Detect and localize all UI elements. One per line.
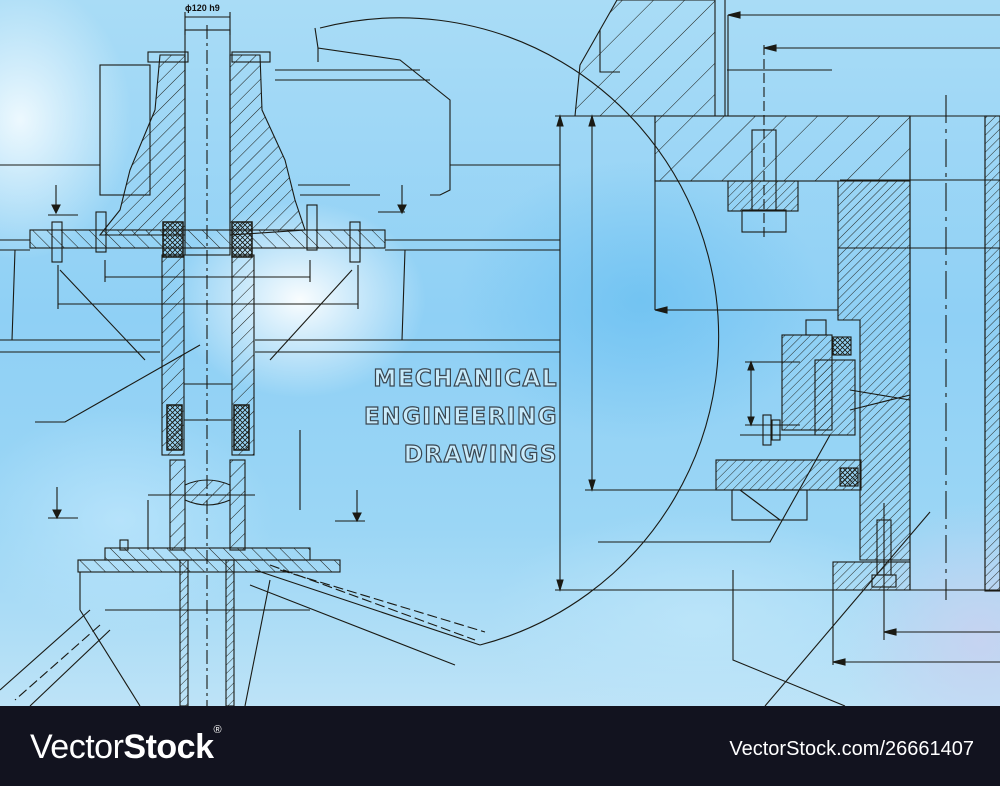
watermark-footer: VectorStock® VectorStock.com/26661407: [0, 706, 1000, 786]
headline: MECHANICAL ENGINEERING DRAWINGS: [300, 360, 558, 474]
vectorstock-logo[interactable]: VectorStock®: [30, 724, 222, 767]
image-url[interactable]: VectorStock.com/26661407: [729, 738, 974, 760]
logo-text-light: Vector: [30, 728, 124, 766]
logo-text-bold: Stock: [123, 728, 214, 766]
registered-mark-icon: ®: [213, 724, 222, 736]
headline-line-3: DRAWINGS: [403, 441, 558, 468]
headline-line-2: ENGINEERING: [363, 403, 558, 430]
technical-drawing-artwork: ϕ120 h9 MECHANICAL ENGINEERING DRAWINGS: [0, 0, 1000, 706]
headline-line-1: MECHANICAL: [373, 365, 558, 392]
blueprint-lines: [0, 0, 1000, 706]
shaft-diameter-label: ϕ120 h9: [185, 3, 220, 13]
